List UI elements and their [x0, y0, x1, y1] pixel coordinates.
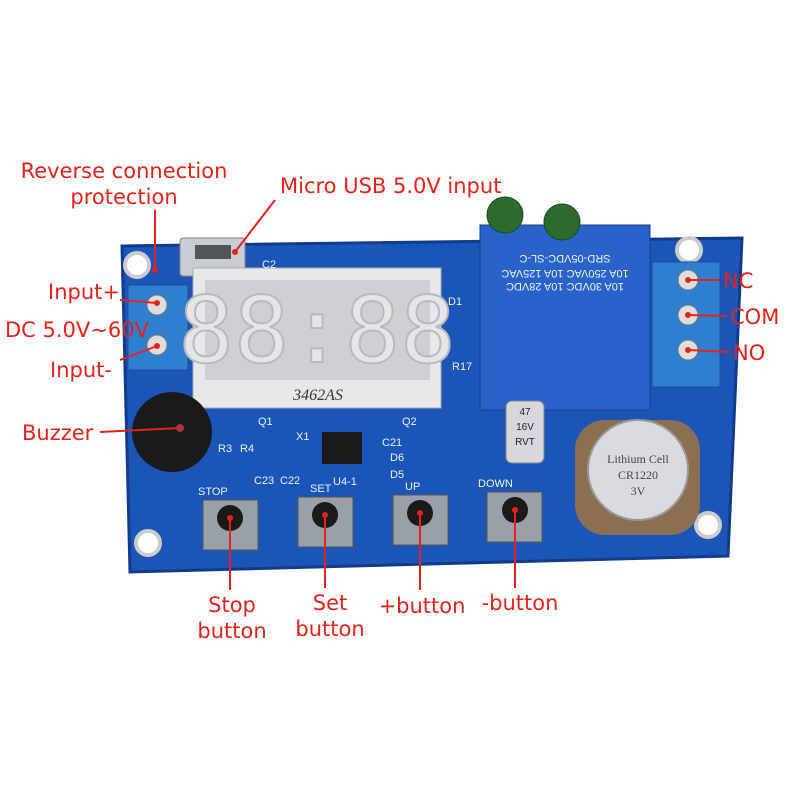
- label-dc-range: DC 5.0V~60V: [5, 318, 150, 342]
- silk-label: C22: [280, 475, 300, 487]
- label-reverse-protection: Reverse connection: [21, 159, 228, 183]
- label-nc: NC: [723, 269, 753, 293]
- capacitor: [543, 203, 581, 241]
- label-micro-usb: Micro USB 5.0V input: [280, 174, 501, 198]
- display-window: [205, 280, 430, 380]
- mount-hole: [675, 236, 703, 264]
- label-com: COM: [730, 305, 779, 329]
- relay-rating: 10A 30VDC 10A 28VDC: [506, 280, 624, 292]
- cap-label: RVT: [515, 437, 535, 448]
- capacitor-47uf: [505, 400, 545, 464]
- ic-chip: [322, 432, 362, 464]
- battery-label: CR1220: [618, 468, 658, 482]
- label-set-button: button: [295, 617, 364, 641]
- label-set-button: Set: [313, 591, 347, 615]
- silk-label: R4: [240, 443, 254, 455]
- silk-label: U4-1: [333, 476, 357, 488]
- battery-label: Lithium Cell: [607, 452, 669, 466]
- label-input-minus: Input-: [50, 358, 112, 382]
- buzzer: [132, 392, 212, 472]
- silk-label: C23: [254, 475, 274, 487]
- svg-text:DOWN: DOWN: [478, 478, 513, 490]
- usb-socket: [195, 245, 231, 259]
- label-stop-button: Stop: [208, 593, 256, 617]
- silk-label: C21: [382, 437, 402, 449]
- silk-label: R17: [452, 361, 472, 373]
- silk-label: D5: [390, 469, 404, 481]
- label-no: NO: [733, 341, 765, 365]
- silk-label: Q1: [258, 416, 273, 428]
- silk-label: C2: [262, 259, 276, 271]
- silk-label: X1: [296, 431, 309, 443]
- coin-battery: [587, 419, 689, 521]
- cap-label: 16V: [516, 422, 534, 433]
- label-reverse-protection: protection: [70, 185, 177, 209]
- svg-text:STOP: STOP: [198, 486, 228, 498]
- display-model: 3462AS: [292, 387, 343, 404]
- battery-label: 3V: [631, 484, 646, 498]
- capacitor: [486, 196, 524, 234]
- mount-hole: [134, 529, 162, 557]
- cap-label: 47: [519, 407, 531, 418]
- relay: [479, 224, 651, 411]
- silk-label: Q2: [402, 416, 417, 428]
- label-minus-button: -button: [482, 591, 559, 615]
- label-buzzer: Buzzer: [22, 421, 94, 445]
- mount-hole: [694, 511, 722, 539]
- label-input-plus: Input+: [48, 280, 120, 304]
- label-stop-button: button: [197, 619, 266, 643]
- silk-label: D1: [448, 296, 462, 308]
- svg-text:UP: UP: [405, 481, 420, 493]
- relay-model: SRD-05VDC-SL-C: [519, 252, 610, 264]
- mount-hole: [123, 251, 151, 279]
- silk-label: R3: [218, 443, 232, 455]
- label-plus-button: +button: [379, 594, 466, 618]
- svg-text:SET: SET: [310, 483, 332, 495]
- relay-rating: 10A 250VAC 10A 125VAC: [501, 267, 628, 279]
- silk-label: D6: [390, 452, 404, 464]
- display-digits: 88:88: [179, 277, 456, 384]
